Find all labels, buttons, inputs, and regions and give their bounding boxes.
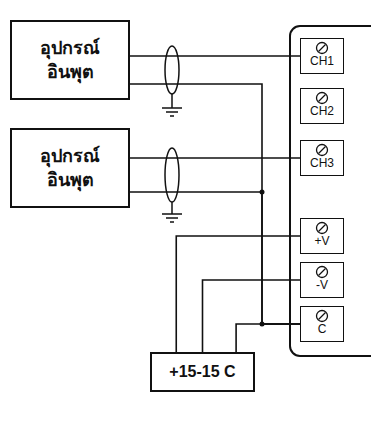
node-label: อุปกรณ์ อินพุต (20, 144, 120, 193)
node-label: CH3 (310, 157, 334, 170)
wire (203, 280, 301, 352)
node-label: C (318, 323, 327, 336)
wire (130, 157, 300, 159)
wire (130, 55, 300, 57)
terminal-strip (290, 26, 371, 356)
screw-symbol (315, 41, 329, 55)
node-label: CH2 (310, 105, 334, 118)
wire (236, 324, 300, 352)
terminal: CH3 (300, 140, 344, 176)
node-label: -V (316, 279, 328, 292)
input-device-box: อุปกรณ์ อินพุต (10, 128, 130, 208)
node-label: CH1 (310, 55, 334, 68)
terminal: CH1 (300, 38, 344, 74)
input-device-box: อุปกรณ์ อินพุต (10, 20, 130, 100)
screw-symbol (315, 309, 329, 323)
node-label: +15-15 C (169, 363, 235, 381)
wire (130, 192, 300, 324)
terminal: +V (300, 218, 344, 254)
power-supply-box: +15-15 C (150, 352, 255, 392)
terminal: CH2 (300, 88, 344, 124)
node-label: อุปกรณ์ อินพุต (20, 36, 120, 85)
wire (130, 84, 300, 324)
node-label: +V (314, 235, 329, 248)
wire (176, 236, 300, 352)
shield-symbol (162, 148, 182, 222)
terminal: C (300, 306, 344, 342)
terminal: -V (300, 262, 344, 298)
screw-symbol (315, 265, 329, 279)
screw-symbol (315, 221, 329, 235)
screw-symbol (315, 143, 329, 157)
screw-symbol (315, 91, 329, 105)
